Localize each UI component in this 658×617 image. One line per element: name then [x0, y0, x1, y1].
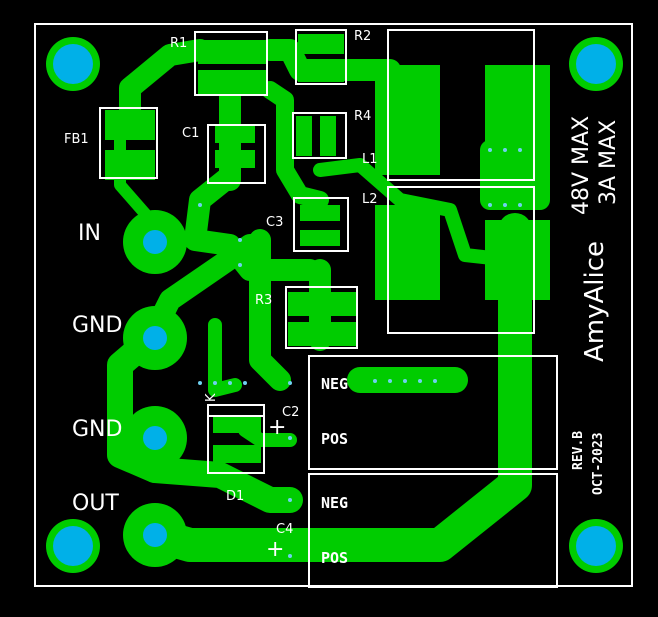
r4-pad-left — [296, 116, 312, 156]
l2-pad-right — [485, 220, 550, 300]
out-label: OUT — [72, 491, 119, 516]
l2-label: L2 — [362, 192, 378, 207]
c4-plus-mark: + — [266, 537, 284, 562]
diode-k-mark: K — [204, 393, 219, 402]
vias — [198, 148, 522, 558]
fb1-pad-bottom — [105, 150, 155, 180]
r2-pad-bottom — [298, 62, 344, 82]
fb1-label: FB1 — [64, 132, 89, 147]
l2-pad-left — [375, 205, 440, 300]
c1-pad-bottom — [215, 150, 255, 168]
c3-label: C3 — [266, 215, 283, 230]
gnd2-label: GND — [72, 417, 122, 442]
r2-pad-top — [298, 34, 344, 54]
author-label: AmyAlice — [580, 241, 610, 362]
c2-pos-label: POS — [321, 430, 348, 448]
gnd1-label: GND — [72, 313, 122, 338]
c3-pad-bottom — [300, 230, 340, 246]
drill-holes — [53, 44, 616, 566]
d1-pad-bottom — [213, 445, 261, 463]
revision-label: REV.B — [571, 431, 586, 470]
fb1-pad-top — [105, 110, 155, 140]
r4-pad-right — [320, 116, 336, 156]
c2-plus-mark: + — [268, 415, 286, 440]
r3-label: R3 — [255, 293, 272, 308]
c3-pad-top — [300, 205, 340, 221]
c4-neg-label: NEG — [321, 494, 348, 512]
rating-voltage: 48V MAX — [569, 116, 594, 215]
r1-pad-top — [198, 40, 266, 64]
c1-pad-top — [215, 125, 255, 143]
r2-label: R2 — [354, 29, 371, 44]
c4-label: C4 — [276, 522, 293, 537]
r1-label: R1 — [170, 36, 187, 51]
rating-current: 3A MAX — [596, 120, 621, 205]
d1-pad-top — [213, 415, 261, 433]
c4-pos-label: POS — [321, 549, 348, 567]
c2-neg-label: NEG — [321, 375, 348, 393]
r1-pad-bottom — [198, 70, 266, 94]
copper-layer — [46, 34, 623, 573]
r3-pad-bottom — [288, 322, 356, 346]
c2-label: C2 — [282, 405, 299, 420]
in-label: IN — [78, 221, 101, 246]
silkscreen — [99, 29, 558, 588]
date-label: OCT-2023 — [591, 432, 606, 495]
c1-label: C1 — [182, 126, 199, 141]
r3-pad-top — [288, 292, 356, 316]
d1-label: D1 — [226, 489, 244, 504]
r4-label: R4 — [354, 109, 371, 124]
l1-label: L1 — [362, 152, 378, 167]
inductor-link-pour — [480, 140, 550, 210]
l1-pad-left — [375, 65, 440, 175]
